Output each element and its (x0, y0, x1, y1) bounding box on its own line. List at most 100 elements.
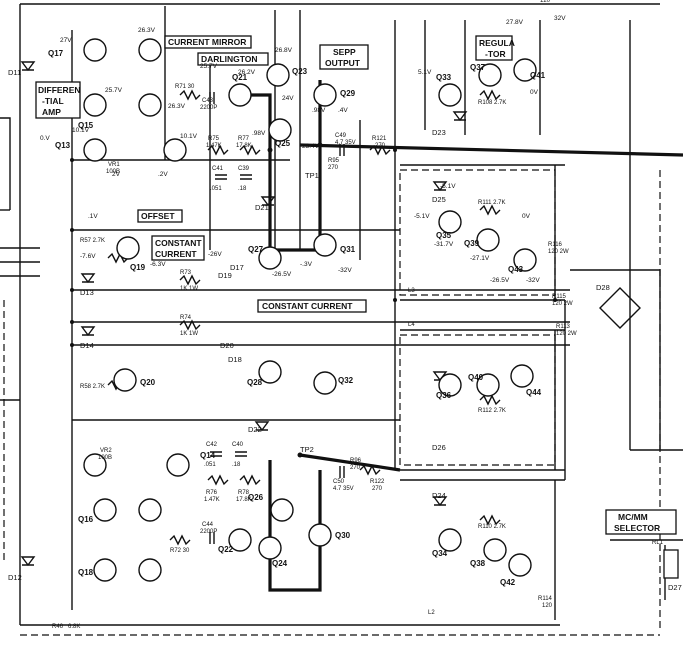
capacitor-symbols (209, 92, 345, 544)
q17-label: Q17 (48, 49, 64, 58)
r74-value: 1K 1W (180, 331, 198, 337)
c40-label: C40 (232, 442, 244, 448)
r110-label: R110 2.7K (478, 524, 506, 530)
constant-current-box-small (151, 235, 205, 261)
d12-label: D12 (8, 573, 22, 582)
r116-label: R116 (548, 242, 563, 248)
q14b-symbol (166, 453, 190, 477)
voltage-labels: 27V 26.3V 25.7V 25.7V 26.3V 26.2V 26.8V … (40, 15, 566, 284)
q24-symbol (258, 536, 282, 560)
q28-label: Q28 (247, 378, 263, 387)
q44-label: Q44 (526, 388, 542, 397)
voltage-26-5v-neg: -26.5V (272, 271, 292, 278)
voltage-10-1v-a: 10.1V (72, 127, 90, 134)
d19-label: D19 (218, 271, 232, 280)
r71-label: R71 30 (175, 84, 195, 90)
q40-symbol (476, 373, 500, 397)
q25-label: Q25 (275, 139, 291, 148)
offset-box (137, 209, 183, 223)
r108-label: R108 2.7K (478, 100, 506, 106)
r121-label: R121 (372, 136, 387, 142)
r114-value: 120 (542, 603, 553, 609)
q14-label: Q14 (200, 451, 216, 460)
current-mirror-box (164, 35, 252, 49)
voltage-0v-c: 0V (522, 213, 531, 220)
voltage-10-1v-b: 10.1V (180, 133, 198, 140)
q43-symbol (513, 248, 537, 272)
r116-value: 120 2W (548, 249, 569, 255)
q41-symbol (513, 58, 537, 82)
q41-label: Q41 (530, 71, 546, 80)
d25-label: D25 (432, 195, 446, 204)
r46-label: R46 (52, 624, 64, 630)
q15-symbol (83, 93, 107, 117)
q28-symbol (258, 360, 282, 384)
regulator-label-2: -TOR (485, 49, 506, 59)
junction-dots (70, 142, 557, 458)
c50-label: C50 (333, 479, 345, 485)
q21-symbol (228, 83, 252, 107)
vr1-value: 100B (106, 169, 120, 175)
differential-amp-box (35, 81, 81, 119)
q16-label: Q16 (78, 515, 94, 524)
q44-symbol (510, 364, 534, 388)
darlington-label: DARLINGTON (201, 54, 258, 64)
q29-label: Q29 (340, 89, 356, 98)
voltage-2v-b: .2V (158, 171, 168, 178)
c44-label: C44 (202, 522, 214, 528)
voltage-27-1v-neg: -27.1V (470, 255, 490, 262)
d13-label: D13 (80, 288, 94, 297)
q13-label: Q13 (55, 141, 71, 150)
voltage-26-2v: 26.2V (238, 69, 256, 76)
tp1-label: TP1 (305, 171, 319, 180)
voltage-26-8v: 26.8V (275, 47, 293, 54)
q30-label: Q30 (335, 531, 351, 540)
diff-amp-label-2: -TIAL (42, 96, 64, 106)
r96-value: 270 (350, 465, 361, 471)
q40-label: Q40 (468, 373, 484, 382)
r73-label: R73 (180, 270, 192, 276)
d22-label: D22 (248, 425, 262, 434)
q39-label: Q39 (464, 239, 480, 248)
voltage-98v-a: .98V (252, 130, 266, 137)
voltage-31-7v-neg: -31.7V (434, 241, 454, 248)
voltage-25-7v-b: 25.7V (200, 63, 218, 70)
q24-label: Q24 (272, 559, 288, 568)
q36-label: Q36 (436, 391, 452, 400)
current-mirror-label: CURRENT MIRROR (168, 37, 246, 47)
r96-label: R96 (350, 458, 362, 464)
c50-value: 4.7 35V (333, 486, 354, 492)
c41-label: C41 (212, 166, 224, 172)
q33-label: Q33 (436, 73, 452, 82)
q23-symbol (266, 63, 290, 87)
rl1-label: RL1 (652, 540, 664, 546)
q20-label: Q20 (140, 378, 156, 387)
diff-amp-label-1: DIFFEREN (38, 85, 81, 95)
q13-symbol (83, 138, 107, 162)
voltage-23-4v: 23.4V (302, 143, 320, 150)
r72-label: R72 30 (170, 548, 190, 554)
voltage-7-6v: -7.6V (80, 253, 96, 260)
r57-label: R57 2.7K (80, 238, 105, 244)
voltage-6-3v: -6.3V (150, 261, 166, 268)
c42-label: C42 (206, 442, 218, 448)
q16-symbol (93, 498, 117, 522)
q38-symbol (483, 538, 507, 562)
q26-label: Q26 (248, 493, 264, 502)
r122-value: 270 (372, 486, 383, 492)
q17-symbol (83, 38, 107, 62)
d14-label: D14 (80, 341, 94, 350)
q16b-symbol (138, 498, 162, 522)
r78-label: R78 (238, 490, 250, 496)
voltage-32v: 32V (554, 15, 566, 22)
q32-label: Q32 (338, 376, 354, 385)
q42-symbol (508, 553, 532, 577)
q37-label: Q37 (470, 63, 486, 72)
r73-value: 1K 1W (180, 286, 198, 292)
q34-symbol (438, 528, 462, 552)
vr1-label: VR1 (108, 162, 120, 168)
regulator-box (475, 35, 513, 61)
q20-symbol (113, 368, 137, 392)
q34-label: Q34 (432, 549, 448, 558)
q15b-symbol (138, 93, 162, 117)
